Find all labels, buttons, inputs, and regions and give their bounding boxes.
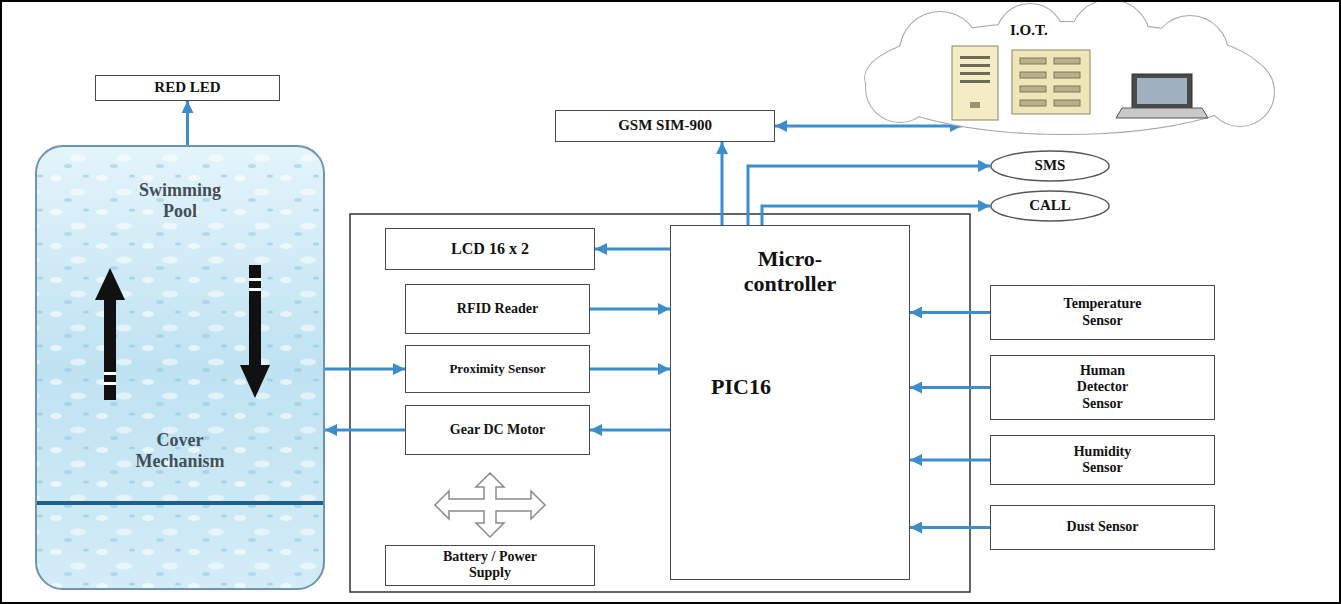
- power-button: [970, 102, 980, 108]
- node-text: Cover Mechanism: [125, 430, 235, 471]
- display-box: LCD 16 x 2: [385, 228, 595, 270]
- connector-arrow: [748, 166, 990, 225]
- node-text: CALL: [1029, 197, 1071, 214]
- controller-box: Micro- controllerPIC16: [670, 225, 910, 580]
- laptop-screen: [1132, 74, 1192, 108]
- up-arrow: [95, 268, 125, 400]
- connector-arrow: [590, 308, 670, 311]
- sensor-box: Humidity Sensor: [990, 435, 1215, 485]
- arrow-head: [95, 268, 125, 300]
- connector-arrow: [775, 125, 962, 128]
- message-ellipse: CALL: [990, 190, 1110, 222]
- arrow-shaft: [249, 265, 261, 367]
- connector-arrow: [595, 248, 670, 251]
- rack-unit: [1054, 100, 1080, 106]
- motor-box: Gear DC Motor: [405, 405, 590, 455]
- arrow-gap: [104, 372, 116, 375]
- rack-unit: [1020, 72, 1046, 78]
- server-tower: [952, 46, 998, 120]
- connector-arrow: [910, 311, 990, 314]
- laptop-display: [1137, 78, 1187, 104]
- power-box: Battery / Power Supply: [385, 545, 595, 586]
- connector-arrow: [325, 429, 405, 432]
- arrow-head: [240, 365, 270, 398]
- message-ellipse: SMS: [990, 150, 1110, 182]
- node-text: RFID Reader: [457, 301, 538, 317]
- node-text: Swimming Pool: [125, 180, 235, 221]
- connector-arrow: [590, 368, 670, 371]
- sensor-box: Temperature Sensor: [990, 285, 1215, 340]
- connector-arrow: [762, 206, 990, 225]
- arrow-gap: [104, 382, 116, 385]
- arrow-shaft: [104, 298, 116, 400]
- connector-arrow: [910, 526, 990, 529]
- cloud-outline: [840, 2, 1290, 142]
- ellipse-shape: [991, 151, 1109, 181]
- drive-slot: [960, 72, 990, 75]
- server-icons: [952, 46, 1208, 120]
- arrow-gap: [249, 288, 261, 291]
- rack-unit: [1020, 86, 1046, 92]
- rack-unit: [1020, 100, 1046, 106]
- cloud-part: [866, 54, 934, 122]
- drive-slot: [960, 56, 990, 59]
- rack-unit: [1054, 58, 1080, 64]
- node-text: I.O.T.: [1010, 22, 1048, 39]
- cloud-shape: [865, 2, 1274, 134]
- node-text: PIC16: [711, 374, 771, 399]
- controller-housing: [350, 214, 970, 592]
- node-text: SMS: [1035, 157, 1066, 174]
- node-text: LCD 16 x 2: [451, 240, 529, 258]
- node-text: Temperature Sensor: [1053, 296, 1153, 328]
- node-text: Proximity Sensor: [449, 362, 545, 377]
- connector-arrow: [186, 101, 189, 145]
- rack-unit: [1020, 58, 1046, 64]
- cloud-part: [1206, 58, 1274, 126]
- node-text: GSM SIM-900: [618, 117, 712, 134]
- arrow-gap: [249, 278, 261, 281]
- pool-illustration: [35, 145, 325, 590]
- pool-bubbles: [35, 145, 325, 590]
- cloud-part: [866, 54, 934, 122]
- node-text: RED LED: [154, 79, 220, 96]
- connector-arrow: [910, 459, 990, 462]
- rack-unit: [1054, 72, 1080, 78]
- connector-arrow: [910, 386, 990, 389]
- iot-cloud: I.O.T.: [840, 2, 1290, 142]
- indicator-box: RED LED: [95, 75, 280, 101]
- ellipse-shape: [991, 191, 1109, 221]
- rack-unit: [1054, 86, 1080, 92]
- reader-box: RFID Reader: [405, 284, 590, 334]
- sensor-box: Dust Sensor: [990, 505, 1215, 550]
- connector-arrow: [325, 368, 405, 371]
- server-cabinet: [1012, 50, 1090, 114]
- cover-line: [37, 501, 323, 505]
- node-text: Micro- controller: [725, 246, 855, 297]
- drive-slot: [960, 80, 990, 83]
- cloud-shape: [865, 2, 1274, 134]
- node-text: Gear DC Motor: [450, 422, 545, 438]
- pool-water: [35, 145, 325, 590]
- drive-slot: [960, 64, 990, 67]
- node-text: Humidity Sensor: [1058, 444, 1148, 476]
- connector-arrow: [590, 429, 670, 432]
- sensor-box: Proximity Sensor: [405, 345, 590, 393]
- laptop-base: [1116, 108, 1208, 118]
- connector-arrow: [721, 142, 724, 225]
- node-text: Dust Sensor: [1067, 519, 1139, 535]
- down-arrow: [240, 265, 270, 398]
- four-way-arrow: [435, 473, 545, 537]
- cloud-part: [1206, 58, 1274, 126]
- node-text: Battery / Power Supply: [425, 549, 555, 581]
- node-text: Human Detector Sensor: [1063, 363, 1143, 411]
- pool-shape: Swimming PoolCover Mechanism: [35, 145, 325, 590]
- gsm-module-box: GSM SIM-900: [555, 110, 775, 142]
- sensor-box: Human Detector Sensor: [990, 355, 1215, 420]
